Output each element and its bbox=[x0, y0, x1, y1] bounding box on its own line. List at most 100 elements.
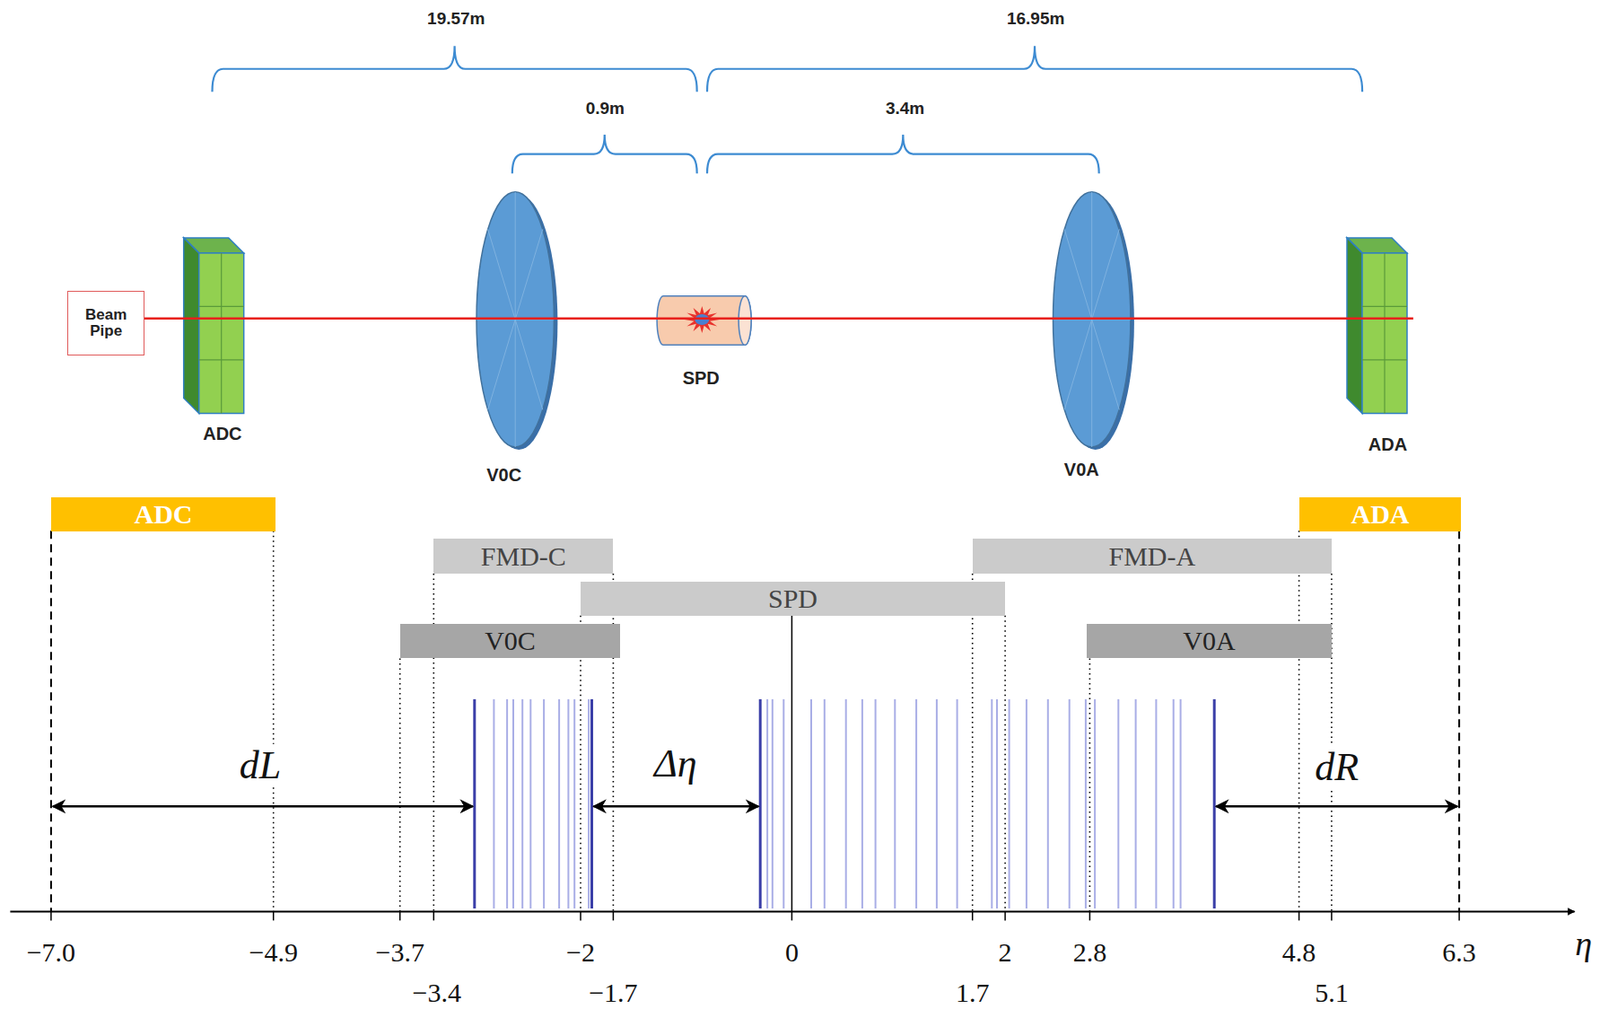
axis-tick bbox=[433, 910, 436, 920]
gap-arrow bbox=[1215, 804, 1458, 808]
particle-track bbox=[492, 699, 495, 909]
guide-line bbox=[399, 657, 402, 911]
particle-track bbox=[587, 699, 590, 909]
node-label: FMD-A bbox=[1108, 542, 1196, 571]
beam-line bbox=[142, 317, 1414, 321]
adc-counter bbox=[199, 358, 245, 360]
particle-track bbox=[996, 699, 998, 909]
gap-symbol: dR bbox=[1311, 745, 1363, 789]
particle-track bbox=[1068, 699, 1071, 909]
axis-tick bbox=[50, 910, 53, 920]
particle-track bbox=[1093, 699, 1096, 909]
particle-track bbox=[956, 699, 959, 909]
particle-track bbox=[771, 699, 774, 909]
tick-value: −3.4 bbox=[411, 977, 461, 1007]
tick-value: 1.7 bbox=[955, 977, 990, 1007]
axis-tick bbox=[579, 910, 582, 920]
particle-track bbox=[567, 699, 569, 909]
particle-track bbox=[558, 699, 560, 909]
particle-track bbox=[810, 699, 813, 909]
particle-track bbox=[782, 699, 785, 909]
particle-track bbox=[506, 699, 508, 909]
axis-tick bbox=[399, 910, 402, 920]
axis-tick bbox=[272, 910, 275, 920]
eta-range-band: SPD bbox=[580, 581, 1006, 616]
axis-tick bbox=[1089, 910, 1092, 920]
particle-track bbox=[1117, 699, 1120, 909]
node-label: V0A bbox=[1182, 626, 1235, 656]
axis-title: η bbox=[1574, 925, 1592, 963]
node-label: ADA bbox=[1350, 499, 1409, 529]
gap-arrow bbox=[52, 804, 473, 808]
particle-track bbox=[893, 699, 896, 909]
adc-counter bbox=[183, 237, 200, 414]
detector-name: SPD bbox=[682, 367, 720, 388]
tick-value: −2 bbox=[566, 935, 595, 966]
tick-value: −4.9 bbox=[248, 935, 298, 966]
guide-line bbox=[971, 573, 974, 911]
particle-track bbox=[573, 699, 576, 909]
tick-value: −3.7 bbox=[375, 935, 424, 966]
axis-tick bbox=[1330, 910, 1333, 920]
particle-track bbox=[1180, 699, 1182, 909]
distance-bracket bbox=[212, 45, 698, 92]
gap-symbol: Δη bbox=[650, 741, 701, 785]
particle-track bbox=[542, 699, 545, 909]
adc-counter bbox=[220, 253, 222, 414]
tick-value: 0 bbox=[785, 935, 799, 966]
particle-track bbox=[845, 699, 848, 909]
tick-value: 6.3 bbox=[1442, 935, 1477, 966]
axis-tick bbox=[612, 910, 615, 920]
tick-value: 2 bbox=[998, 935, 1013, 966]
axis-tick bbox=[1458, 910, 1461, 920]
particle-track bbox=[521, 699, 524, 909]
detector-name: ADA bbox=[1368, 434, 1408, 455]
eta-range-band: FMD-A bbox=[972, 538, 1332, 574]
particle-track bbox=[766, 699, 769, 909]
spd-cylinder bbox=[738, 296, 752, 346]
tick-value: −7.0 bbox=[26, 935, 76, 966]
particle-track bbox=[1172, 699, 1175, 909]
node-label: FMD-C bbox=[480, 542, 567, 571]
node-label: Beam Pipe bbox=[71, 306, 140, 340]
ada-counter bbox=[1362, 253, 1408, 414]
particle-track bbox=[1008, 699, 1011, 909]
ada-counter bbox=[1362, 358, 1408, 360]
gap-edge-track bbox=[1213, 699, 1216, 909]
eta-range-band: ADA bbox=[1299, 497, 1462, 532]
tick-value: 2.8 bbox=[1073, 935, 1108, 966]
adc-counter bbox=[199, 306, 245, 307]
distance-label: 0.9m bbox=[585, 98, 625, 118]
tick-value: −1.7 bbox=[588, 977, 638, 1007]
distance-label: 19.57m bbox=[427, 8, 485, 28]
particle-track bbox=[1135, 699, 1137, 909]
ada-counter bbox=[1383, 253, 1385, 414]
guide-line bbox=[1089, 657, 1092, 911]
particle-track bbox=[915, 699, 918, 909]
particle-track bbox=[512, 699, 515, 909]
particle-track bbox=[861, 699, 864, 909]
gap-edge-track bbox=[472, 699, 476, 909]
gap-edge-track bbox=[590, 699, 594, 909]
detector-name: ADC bbox=[202, 423, 242, 444]
ada-counter bbox=[1346, 237, 1363, 414]
particle-track bbox=[823, 699, 826, 909]
adc-counter bbox=[199, 253, 245, 414]
particle-track bbox=[1025, 699, 1028, 909]
axis-tick bbox=[791, 910, 794, 920]
distance-bracket bbox=[512, 134, 698, 174]
tick-value: 4.8 bbox=[1282, 935, 1317, 966]
particle-track bbox=[1084, 699, 1087, 909]
spd-cylinder bbox=[656, 296, 752, 346]
distance-bracket bbox=[707, 45, 1363, 92]
eta-range-band: V0A bbox=[1086, 623, 1332, 659]
particle-track bbox=[529, 699, 532, 909]
gap-edge-track bbox=[759, 699, 762, 909]
eta-range-band: V0C bbox=[400, 623, 621, 659]
distance-bracket bbox=[707, 134, 1100, 174]
distance-label: 16.95m bbox=[1006, 8, 1065, 28]
guide-line bbox=[1004, 615, 1006, 912]
zero-line bbox=[791, 615, 794, 912]
particle-track bbox=[1047, 699, 1050, 909]
